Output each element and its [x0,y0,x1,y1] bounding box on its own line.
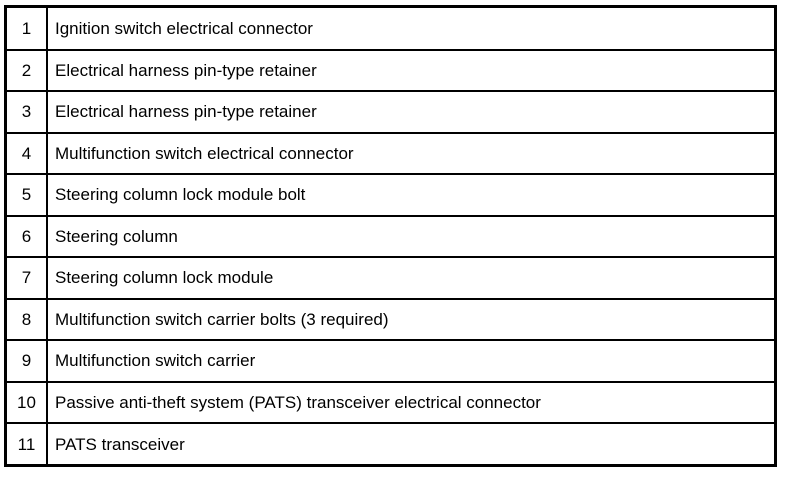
item-number-cell: 8 [7,297,48,340]
part-description-cell: PATS transceiver [47,422,774,465]
table-row: 10 Passive anti-theft system (PATS) tran… [7,380,774,423]
parts-legend-table-body: 1 Ignition switch electrical connector 2… [7,8,774,465]
part-description-cell: Ignition switch electrical connector [55,18,313,38]
item-number-cell: 7 [7,256,48,299]
item-number-cell: 9 [7,339,48,382]
part-description-cell: Steering column [47,214,774,257]
item-number-cell: 1 [7,8,48,50]
item-number-cell: 10 [7,380,48,423]
item-number-cell: 2 [7,48,48,91]
table-row: 4 Multifunction switch electrical connec… [7,131,774,174]
table-row: 9 Multifunction switch carrier [7,339,774,382]
table-row: 11 PATS transceiver [7,422,774,465]
item-number-cell: 4 [7,131,48,174]
part-description-cell: Multifunction switch carrier [47,339,774,382]
table-row: 5 Steering column lock module bolt [7,173,774,216]
table-row: 1 Ignition switch electrical connector [7,8,774,50]
item-number-cell: 11 [7,422,48,465]
item-number-cell: 5 [7,173,48,216]
table-row: 7 Steering column lock module [7,256,774,299]
part-description-cell: Steering column lock module [47,256,774,299]
part-description-cell: Multifunction switch carrier bolts (3 re… [47,297,774,340]
part-description-cell: Passive anti-theft system (PATS) transce… [47,380,774,423]
item-number-cell: 3 [7,90,48,133]
item-number-cell: 6 [7,214,48,257]
table-row: 3 Electrical harness pin-type retainer [7,90,774,133]
part-description-cell: Multifunction switch electrical connecto… [47,131,774,174]
parts-legend-table: 1 Ignition switch electrical connector 2… [7,8,774,465]
table-row: 6 Steering column [7,214,774,257]
part-description-cell: Electrical harness pin-type retainer [47,48,774,91]
part-description-cell: Steering column lock module bolt [47,173,774,216]
table-row: 2 Electrical harness pin-type retainer [7,48,774,91]
table-row: 8 Multifunction switch carrier bolts (3 … [7,297,774,340]
part-description-cell: Electrical harness pin-type retainer [47,90,774,133]
parts-legend-table-container: 1 Ignition switch electrical connector 2… [4,5,777,467]
